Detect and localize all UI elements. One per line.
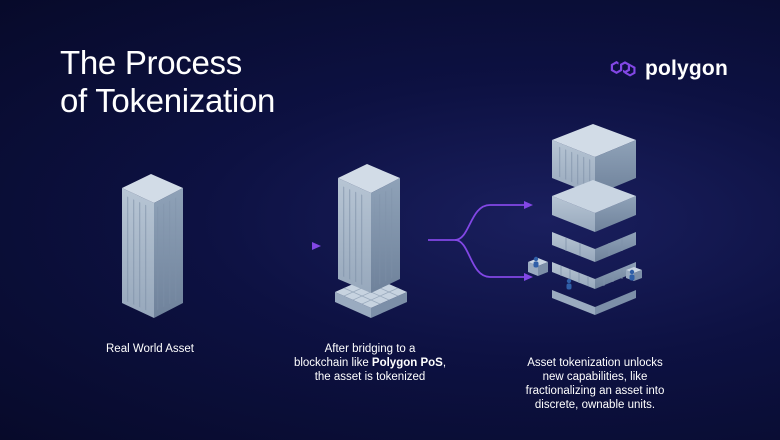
real-world-asset-building — [122, 174, 183, 318]
caption-step1: Real World Asset — [80, 342, 220, 356]
caption-step2: After bridging to a blockchain like Poly… — [285, 342, 455, 384]
caption-step3: Asset tokenization unlocks new capabilit… — [510, 342, 680, 412]
polygon-logo-text: polygon — [644, 57, 728, 80]
arrow-step2-to-step3 — [428, 201, 533, 281]
caption-step1-text: Real World Asset — [106, 343, 194, 355]
tokenized-asset-building — [335, 164, 407, 318]
caption-step2-text-b: , the asset is tokenized — [314, 357, 447, 383]
page-title: The Process of Tokenization — [60, 44, 276, 119]
owner-figure-icons — [533, 256, 635, 290]
fractionalized-asset-building — [528, 124, 642, 315]
caption-step2-bold: Polygon PoS — [371, 357, 443, 369]
caption-step2-text-a: After bridging to a blockchain like — [293, 343, 416, 369]
polygon-logo-icon — [610, 61, 636, 77]
arrow-step1-to-step2 — [205, 242, 321, 250]
caption-step3-text: Asset tokenization unlocks new capabilit… — [525, 357, 665, 411]
polygon-logo: polygon — [609, 56, 728, 82]
